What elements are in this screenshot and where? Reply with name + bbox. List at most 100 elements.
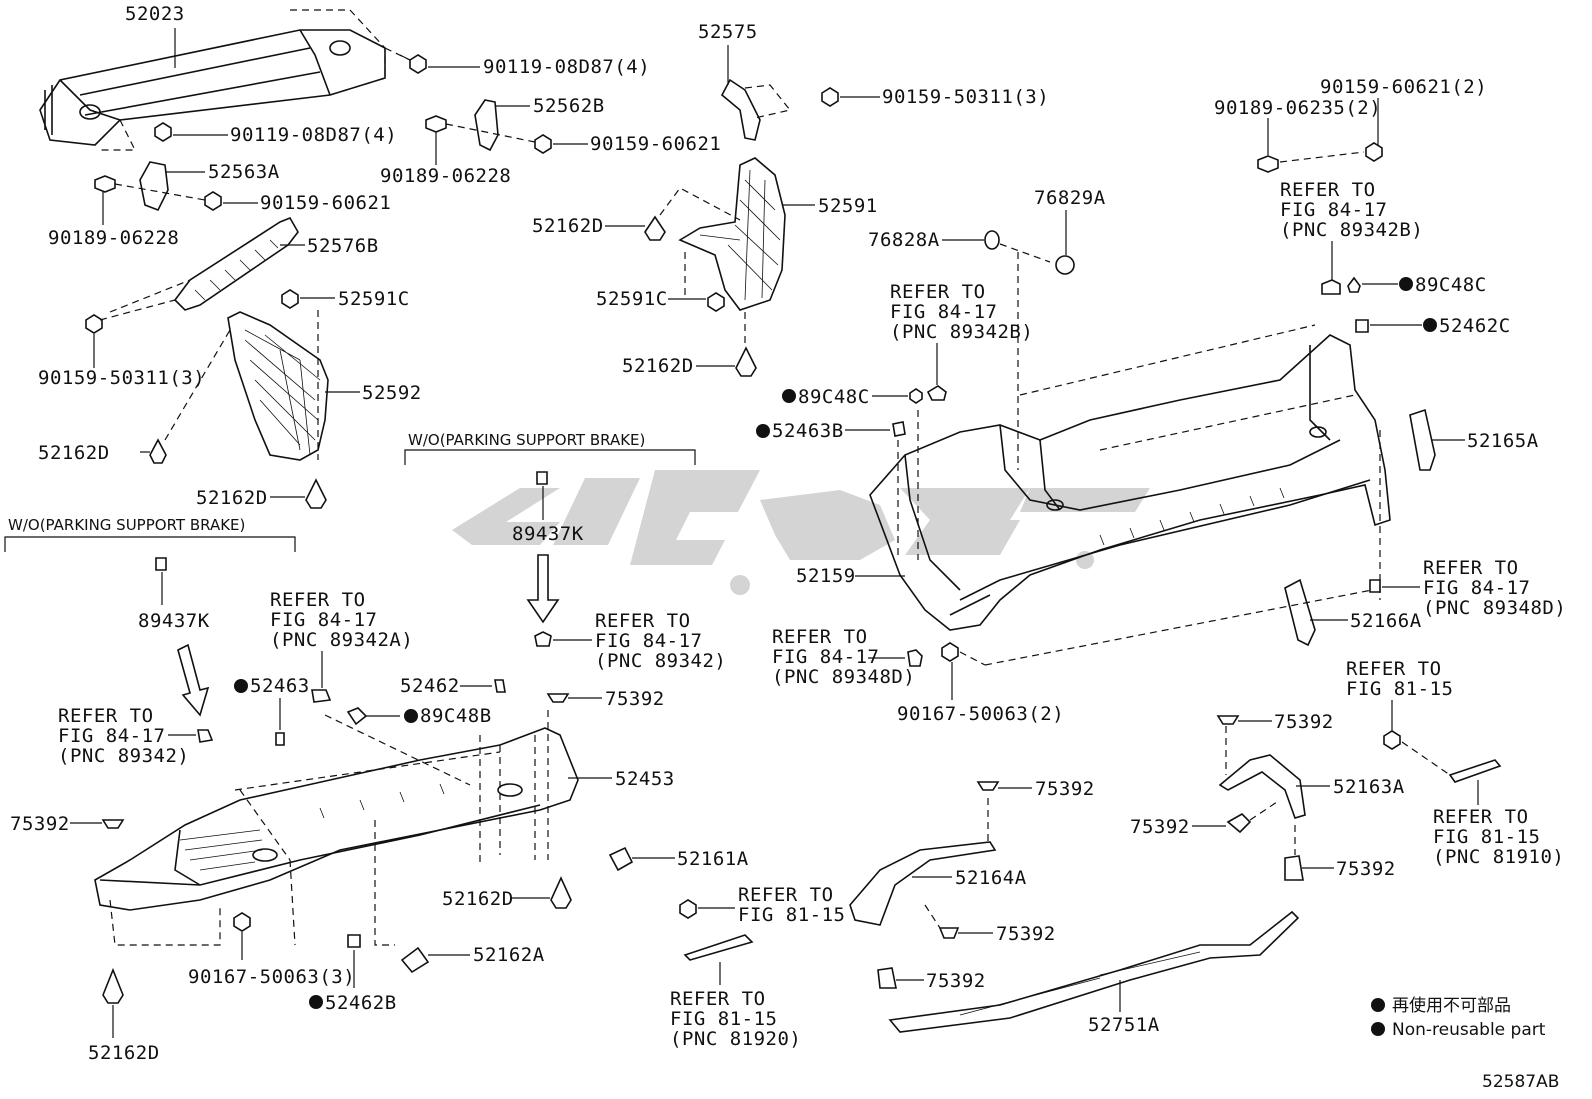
clip-icon — [1216, 715, 1240, 725]
refer-text-r2-line2[interactable]: FIG 84-17 — [1280, 199, 1387, 221]
refer-text-r4-line2[interactable]: FIG 84-17 — [772, 646, 879, 668]
part-label-75392-b[interactable]: 75392 — [10, 813, 70, 835]
push-clip-icon — [305, 478, 327, 509]
part-label-76829a[interactable]: 76829A — [1034, 187, 1106, 209]
part-label-90159-60621-2[interactable]: 90159-60621(2) — [1320, 76, 1487, 98]
part-label-75392-f[interactable]: 75392 — [1274, 711, 1334, 733]
refer-text-r9-line3[interactable]: (PNC 81920) — [670, 1028, 801, 1050]
part-label-75392-g[interactable]: 75392 — [1130, 816, 1190, 838]
part-label-52162a[interactable]: 52162A — [473, 944, 545, 966]
part-label-90167-50063-2[interactable]: 90167-50063(2) — [897, 703, 1064, 725]
part-label-52162d-l1[interactable]: 52162D — [38, 442, 110, 464]
lower-cover-52453 — [94, 727, 579, 911]
part-label-52591c-center[interactable]: 52591C — [596, 288, 668, 310]
refer-text-r9-line2[interactable]: FIG 81-15 — [670, 1008, 777, 1030]
part-label-52162d-c1[interactable]: 52162D — [532, 215, 604, 237]
part-label-52751a[interactable]: 52751A — [1088, 1014, 1160, 1036]
refer-text-r5-line2[interactable]: FIG 84-17 — [595, 630, 702, 652]
refer-text-r8-line1[interactable]: REFER TO — [738, 884, 834, 906]
part-label-90159-60621[interactable]: 90159-60621 — [260, 192, 391, 214]
refer-text-r7-line2[interactable]: FIG 84-17 — [58, 725, 165, 747]
part-label-89c48c-center[interactable]: 89C48C — [798, 386, 870, 408]
refer-text-r11-line2[interactable]: FIG 81-15 — [1433, 826, 1540, 848]
refer-text-r3-line2[interactable]: FIG 84-17 — [1423, 577, 1530, 599]
bumper-cover-52159 — [869, 334, 1391, 631]
refer-text-r11-line1[interactable]: REFER TO — [1433, 806, 1529, 828]
part-label-52162d-b[interactable]: 52162D — [442, 888, 514, 910]
part-label-89437k-left[interactable]: 89437K — [138, 610, 210, 632]
part-label-52159[interactable]: 52159 — [796, 565, 856, 587]
part-label-52023[interactable]: 52023 — [125, 3, 185, 25]
part-label-75392-d[interactable]: 75392 — [996, 923, 1056, 945]
part-label-90189-06228[interactable]: 90189-06228 — [48, 227, 179, 249]
refer-text-r7-line3[interactable]: (PNC 89342) — [58, 745, 189, 767]
part-label-52164a[interactable]: 52164A — [955, 867, 1027, 889]
part-label-52165a[interactable]: 52165A — [1467, 430, 1539, 452]
part-label-90119-08d87-b[interactable]: 90119-08D87(4) — [230, 124, 397, 146]
part-label-52591[interactable]: 52591 — [818, 195, 878, 217]
part-label-52563a[interactable]: 52563A — [208, 161, 280, 183]
part-label-76828a[interactable]: 76828A — [868, 229, 940, 251]
refer-text-r2-line3[interactable]: (PNC 89342B) — [1280, 219, 1423, 241]
part-label-75392-e[interactable]: 75392 — [926, 970, 986, 992]
part-label-52163a[interactable]: 52163A — [1333, 776, 1405, 798]
part-label-52166a[interactable]: 52166A — [1350, 610, 1422, 632]
part-label-52453[interactable]: 52453 — [615, 768, 675, 790]
part-label-52463b[interactable]: 52463B — [772, 420, 844, 442]
part-label-52462b[interactable]: 52462B — [325, 992, 397, 1014]
part-label-90159-60621-b[interactable]: 90159-60621 — [590, 133, 721, 155]
refer-text-r4-line3[interactable]: (PNC 89348D) — [772, 666, 915, 688]
part-label-52462c[interactable]: 52462C — [1439, 315, 1511, 337]
part-label-89c48c-right[interactable]: 89C48C — [1415, 274, 1487, 296]
part-label-52162d-l2[interactable]: 52162D — [196, 487, 268, 509]
refer-text-r11-line3[interactable]: (PNC 81910) — [1433, 846, 1564, 868]
part-label-75392-h[interactable]: 75392 — [1336, 858, 1396, 880]
retainer-icon — [1355, 319, 1369, 333]
refer-text-r9-line1[interactable]: REFER TO — [670, 988, 766, 1010]
refer-text-r7-line1[interactable]: REFER TO — [58, 705, 154, 727]
part-label-75392-c[interactable]: 75392 — [1035, 778, 1095, 800]
nut-icon — [94, 175, 116, 193]
clip-icon — [1321, 279, 1341, 295]
refer-text-r1-line1[interactable]: REFER TO — [890, 281, 986, 303]
refer-text-r1-line3[interactable]: (PNC 89342B) — [890, 321, 1033, 343]
screw-icon — [821, 87, 839, 107]
garnish-52163a — [1218, 754, 1306, 819]
part-label-90159-50311-b[interactable]: 90159-50311(3) — [882, 86, 1049, 108]
part-label-52562b[interactable]: 52562B — [533, 95, 605, 117]
part-label-75392-a[interactable]: 75392 — [605, 688, 665, 710]
part-label-90189-06235-2[interactable]: 90189-06235(2) — [1214, 97, 1381, 119]
part-label-52463[interactable]: 52463 — [250, 675, 310, 697]
refer-text-r5-line1[interactable]: REFER TO — [595, 610, 691, 632]
refer-text-r4-line1[interactable]: REFER TO — [772, 626, 868, 648]
part-label-52161a[interactable]: 52161A — [677, 848, 749, 870]
part-label-90159-50311[interactable]: 90159-50311(3) — [38, 367, 205, 389]
refer-text-r3-line1[interactable]: REFER TO — [1423, 557, 1519, 579]
refer-text-r5-line3[interactable]: (PNC 89342) — [595, 650, 726, 672]
part-label-52462[interactable]: 52462 — [400, 675, 460, 697]
refer-text-r6-line2[interactable]: FIG 84-17 — [270, 609, 377, 631]
part-label-89c48b[interactable]: 89C48B — [420, 705, 492, 727]
refer-text-r6-line1[interactable]: REFER TO — [270, 589, 366, 611]
part-label-90119-08d87[interactable]: 90119-08D87(4) — [483, 56, 650, 78]
part-label-89437k-center[interactable]: 89437K — [512, 523, 584, 545]
refer-text-r8-line2[interactable]: FIG 81-15 — [738, 904, 845, 926]
part-label-52162d-bl[interactable]: 52162D — [88, 1042, 160, 1064]
part-label-90189-06228-b[interactable]: 90189-06228 — [380, 165, 511, 187]
refer-text-r10-line1[interactable]: REFER TO — [1346, 658, 1442, 680]
part-label-52592[interactable]: 52592 — [362, 382, 422, 404]
part-label-52591c-left[interactable]: 52591C — [338, 288, 410, 310]
bracket-line — [4, 536, 296, 552]
refer-text-r3-line3[interactable]: (PNC 89348D) — [1423, 597, 1566, 619]
part-label-90167-50063-3[interactable]: 90167-50063(3) — [188, 966, 355, 988]
refer-text-r10-line2[interactable]: FIG 81-15 — [1346, 678, 1453, 700]
screw-icon — [1365, 142, 1383, 162]
part-label-52162d-c2[interactable]: 52162D — [622, 355, 694, 377]
part-label-52575[interactable]: 52575 — [698, 21, 758, 43]
refer-text-r6-line3[interactable]: (PNC 89342A) — [270, 629, 413, 651]
part-label-52576b[interactable]: 52576B — [307, 235, 379, 257]
refer-text-r1-line2[interactable]: FIG 84-17 — [890, 301, 997, 323]
refer-text-r2-line1[interactable]: REFER TO — [1280, 179, 1376, 201]
